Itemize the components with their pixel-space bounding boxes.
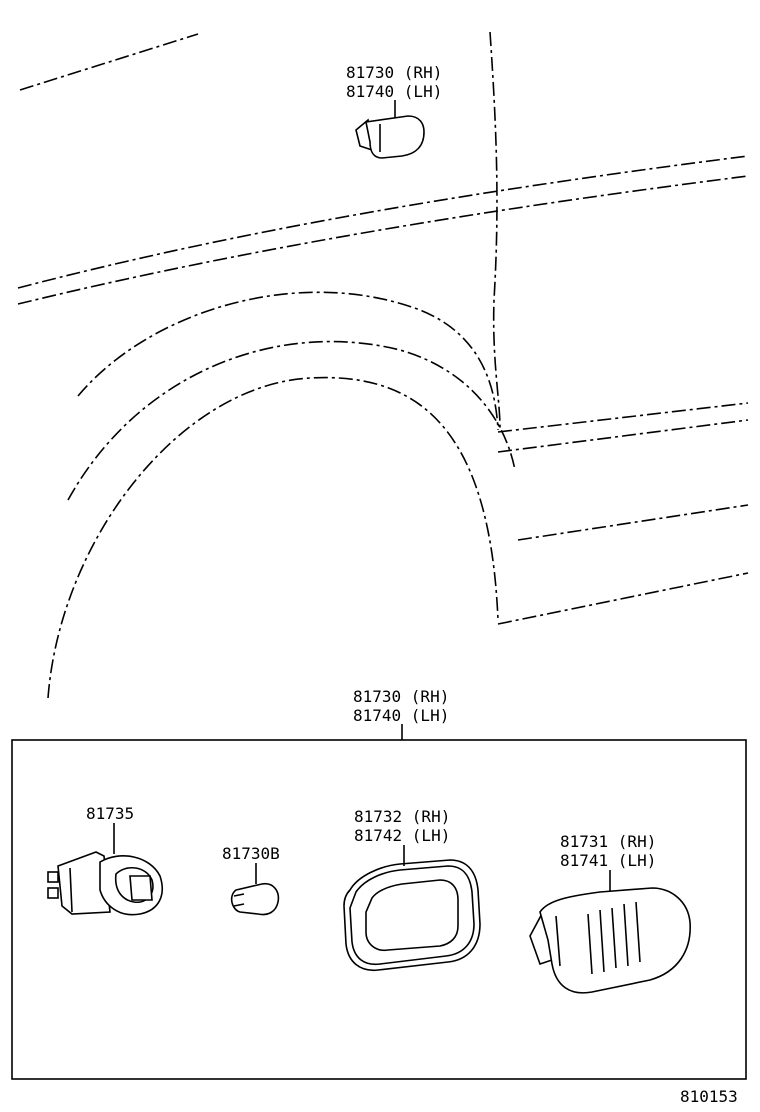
side-marker-lamp-installed (355, 115, 425, 159)
top-callout-line2: 81740 (LH) (346, 82, 442, 101)
top-callout-line1: 81730 (RH) (346, 63, 442, 82)
lens-part (529, 887, 691, 994)
exploded-view-box (11, 739, 747, 1080)
illustration-number: 810153 (680, 1087, 738, 1106)
box-callout-line2: 81740 (LH) (353, 706, 449, 725)
socket-part (47, 851, 164, 916)
socket-part-number: 81735 (86, 804, 134, 823)
box-callout-line1: 81730 (RH) (353, 687, 449, 706)
vehicle-body-outline (17, 31, 749, 699)
gasket-part-number-lh: 81742 (LH) (354, 826, 450, 845)
bulb-part (230, 882, 280, 916)
gasket-part-number-rh: 81732 (RH) (354, 807, 450, 826)
gasket-part (343, 859, 481, 971)
lens-part-number-rh: 81731 (RH) (560, 832, 656, 851)
bulb-part-number: 81730B (222, 844, 280, 863)
lens-part-number-lh: 81741 (LH) (560, 851, 656, 870)
